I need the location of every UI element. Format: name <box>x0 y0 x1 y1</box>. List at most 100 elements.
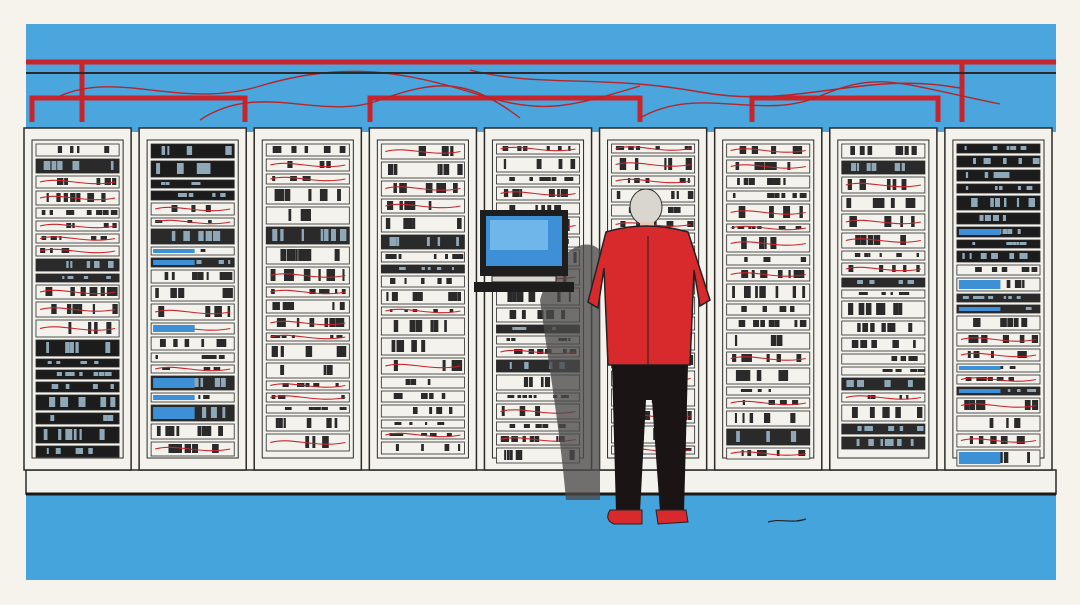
rack-unit <box>726 283 811 302</box>
port-mark <box>511 338 516 341</box>
port-mark <box>391 292 394 301</box>
server-rack <box>713 127 823 471</box>
port-mark <box>156 426 161 436</box>
port-mark <box>1009 366 1016 369</box>
port-mark <box>98 372 103 376</box>
port-mark <box>767 178 774 185</box>
port-mark <box>884 439 888 446</box>
port-mark <box>339 229 347 241</box>
port-mark <box>792 286 797 298</box>
server-rack <box>944 127 1053 471</box>
port-mark <box>201 163 206 174</box>
port-mark <box>757 389 762 392</box>
rack-unit <box>150 285 235 302</box>
port-mark <box>979 377 986 381</box>
port-mark <box>161 182 164 185</box>
port-mark <box>198 163 202 174</box>
port-mark <box>1023 267 1030 272</box>
port-mark <box>762 306 767 312</box>
port-mark <box>79 372 83 376</box>
port-mark <box>523 424 530 428</box>
port-mark <box>751 270 755 278</box>
port-mark <box>326 161 331 168</box>
port-mark <box>539 177 546 181</box>
port-mark <box>272 146 279 153</box>
port-mark <box>284 407 292 410</box>
port-mark <box>635 146 641 150</box>
port-mark <box>965 377 972 381</box>
rack-unit <box>956 315 1041 331</box>
port-mark <box>219 355 225 359</box>
port-mark <box>112 304 118 314</box>
port-mark <box>530 177 533 181</box>
port-mark <box>433 254 437 259</box>
port-mark <box>337 318 345 327</box>
rack-unit <box>956 250 1041 263</box>
port-mark <box>854 253 861 257</box>
port-mark <box>227 288 233 298</box>
port-mark <box>747 450 752 456</box>
port-mark <box>991 253 998 259</box>
port-mark <box>1003 198 1007 207</box>
port-mark <box>280 346 284 357</box>
port-mark <box>1000 318 1007 327</box>
cable <box>845 395 921 400</box>
port-mark <box>676 191 679 199</box>
port-mark <box>46 448 49 454</box>
port-mark <box>849 216 855 227</box>
cable <box>270 334 346 340</box>
port-mark <box>846 380 850 387</box>
port-mark <box>768 320 775 327</box>
port-mark <box>339 335 342 338</box>
cable <box>154 366 231 372</box>
port-mark <box>306 383 310 387</box>
port-mark <box>197 426 202 436</box>
port-mark <box>110 210 118 215</box>
port-mark <box>858 280 863 284</box>
port-mark <box>777 270 783 278</box>
port-mark <box>636 221 643 227</box>
port-mark <box>739 370 746 381</box>
port-mark <box>313 407 320 410</box>
port-mark <box>388 218 391 229</box>
port-mark <box>1002 229 1008 234</box>
port-mark <box>1026 186 1033 190</box>
port-mark <box>159 339 163 347</box>
port-mark <box>743 370 751 381</box>
port-mark <box>907 380 913 387</box>
port-mark <box>418 146 424 156</box>
port-mark <box>790 306 795 312</box>
port-mark <box>763 257 769 262</box>
port-mark <box>1020 253 1028 259</box>
port-mark <box>394 164 398 175</box>
port-mark <box>781 370 788 381</box>
port-mark <box>452 254 458 259</box>
port-mark <box>203 367 211 370</box>
port-mark <box>288 209 292 221</box>
port-mark <box>70 276 74 279</box>
port-mark <box>50 236 56 240</box>
port-mark <box>504 436 509 442</box>
port-mark <box>66 261 69 268</box>
port-mark <box>1027 452 1030 463</box>
port-mark <box>749 413 754 423</box>
port-mark <box>219 272 225 280</box>
port-mark <box>560 189 567 197</box>
rack-unit <box>956 239 1041 249</box>
port-mark <box>94 361 99 364</box>
port-mark <box>214 367 221 370</box>
port-mark <box>57 161 63 170</box>
port-mark <box>319 189 326 201</box>
cable <box>270 176 346 182</box>
port-mark <box>856 439 860 446</box>
port-mark <box>735 162 740 170</box>
status-panel <box>153 407 195 419</box>
port-mark <box>748 226 752 229</box>
port-mark <box>439 183 447 193</box>
rack-unit <box>841 277 926 288</box>
port-mark <box>277 302 280 310</box>
port-mark <box>437 422 445 425</box>
port-mark <box>326 269 332 281</box>
port-mark <box>430 320 434 332</box>
port-mark <box>636 178 640 183</box>
